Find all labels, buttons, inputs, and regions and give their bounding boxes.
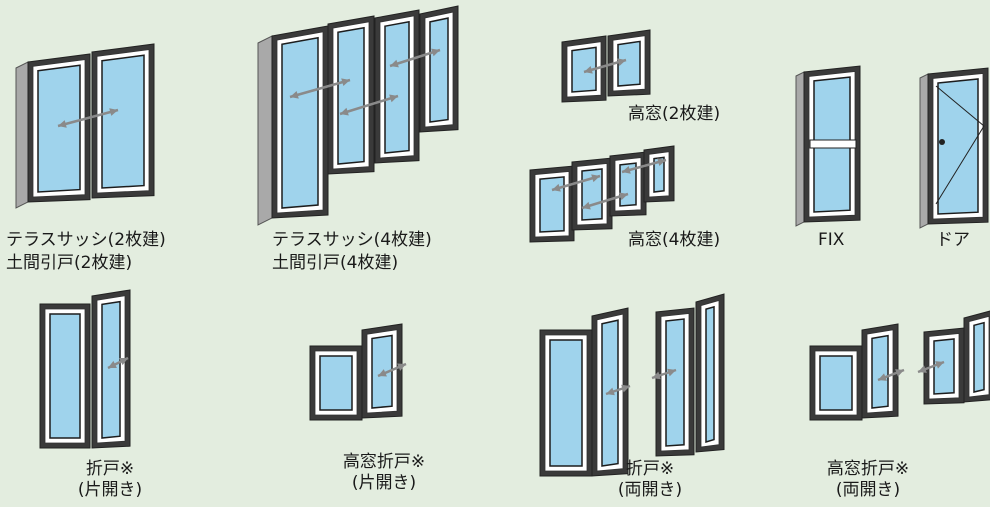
glass xyxy=(319,355,353,411)
glass xyxy=(549,339,583,467)
fold-door-single-illustration xyxy=(39,289,131,449)
arrow-head xyxy=(617,58,626,67)
terrace-sash-4-illustration xyxy=(257,5,459,226)
label-fold-double-line1: 折戸※ xyxy=(625,459,675,479)
arrow-head xyxy=(290,90,299,99)
label-high-window-4: 高窓(4枚建) xyxy=(628,230,721,250)
fix-window-illustration xyxy=(795,65,861,227)
label-terrace-2-line2: 土間引戸(2枚建) xyxy=(6,253,133,273)
glass xyxy=(871,334,889,409)
arrow-line xyxy=(389,48,441,68)
high-fold-window-double-illustration xyxy=(809,310,990,421)
label-fix: FIX xyxy=(818,230,845,250)
arrow-head xyxy=(878,373,887,381)
arrow-head xyxy=(918,365,927,373)
arrow-head xyxy=(584,65,593,74)
label-fold-double-line2: (両開き) xyxy=(617,480,683,500)
high-fold-window-single-illustration xyxy=(309,323,407,421)
label-terrace-2-line1: テラスサッシ(2枚建) xyxy=(6,230,166,250)
label-door: ドア xyxy=(936,230,970,250)
arrow-head xyxy=(622,166,631,174)
arrow-head xyxy=(108,360,117,368)
glass xyxy=(933,338,955,395)
glass xyxy=(49,313,81,439)
label-highfold-double-line1: 高窓折戸※ xyxy=(826,459,910,479)
frame-side xyxy=(257,35,273,226)
glass xyxy=(281,36,319,209)
arrow-head xyxy=(109,108,118,116)
swing-line xyxy=(935,85,985,205)
glass xyxy=(37,64,81,193)
arrow-head xyxy=(397,363,406,371)
arrow-head xyxy=(378,369,387,377)
label-high-window-2: 高窓(2枚建) xyxy=(628,104,721,124)
arrow-head xyxy=(58,120,67,128)
label-fold-single-line1: 折戸※ xyxy=(85,459,135,479)
label-fold-single-line2: (片開き) xyxy=(77,480,143,500)
arrow-head xyxy=(552,183,561,192)
frame-side xyxy=(795,71,805,227)
high-window-4-illustration xyxy=(529,145,675,243)
door-illustration xyxy=(919,67,989,229)
glass xyxy=(571,46,597,93)
arrow-head xyxy=(652,371,661,380)
glass xyxy=(705,305,715,444)
arrow-head xyxy=(390,59,399,68)
glass xyxy=(653,156,665,193)
arrow-head xyxy=(340,107,349,116)
label-highfold-single-line2: (片開き) xyxy=(351,473,417,493)
glass xyxy=(937,78,979,215)
glass xyxy=(101,54,145,189)
arrow-line xyxy=(339,94,399,116)
glass xyxy=(973,321,985,393)
arrow-head xyxy=(591,174,600,183)
glass xyxy=(337,26,365,165)
glass xyxy=(665,318,685,447)
frame-side xyxy=(15,61,29,209)
arrow-head xyxy=(935,361,944,369)
arrow-head xyxy=(619,192,628,201)
glass xyxy=(617,40,641,87)
arrow-head xyxy=(431,48,440,57)
arrow-head xyxy=(621,384,630,393)
glass xyxy=(384,20,410,154)
label-highfold-double-line2: (両開き) xyxy=(835,480,901,500)
door-knob xyxy=(939,139,945,145)
arrow-line xyxy=(57,108,119,128)
arrow-head xyxy=(389,94,398,103)
arrow-head xyxy=(657,158,666,166)
arrow-head xyxy=(895,369,904,377)
arrow-head xyxy=(667,368,676,377)
arrow-line xyxy=(581,192,629,210)
arrow-head xyxy=(341,78,350,87)
arrow-head xyxy=(606,387,615,396)
label-terrace-4-line1: テラスサッシ(4枚建) xyxy=(272,230,432,250)
glass xyxy=(429,17,449,123)
terrace-sash-2-illustration xyxy=(15,43,155,209)
label-terrace-4-line2: 土間引戸(4枚建) xyxy=(272,253,399,273)
arrow-head xyxy=(582,201,591,210)
high-window-2-illustration xyxy=(561,29,651,103)
arrow-line xyxy=(289,78,351,99)
label-highfold-single-line1: 高窓折戸※ xyxy=(342,452,426,472)
glass xyxy=(819,355,853,411)
arrow-line xyxy=(551,174,601,192)
transom-bar xyxy=(809,139,857,149)
arrow-head xyxy=(119,358,128,366)
frame-side xyxy=(919,73,929,229)
glass xyxy=(539,176,565,233)
fold-door-double-illustration xyxy=(539,293,725,477)
glass xyxy=(101,300,121,439)
